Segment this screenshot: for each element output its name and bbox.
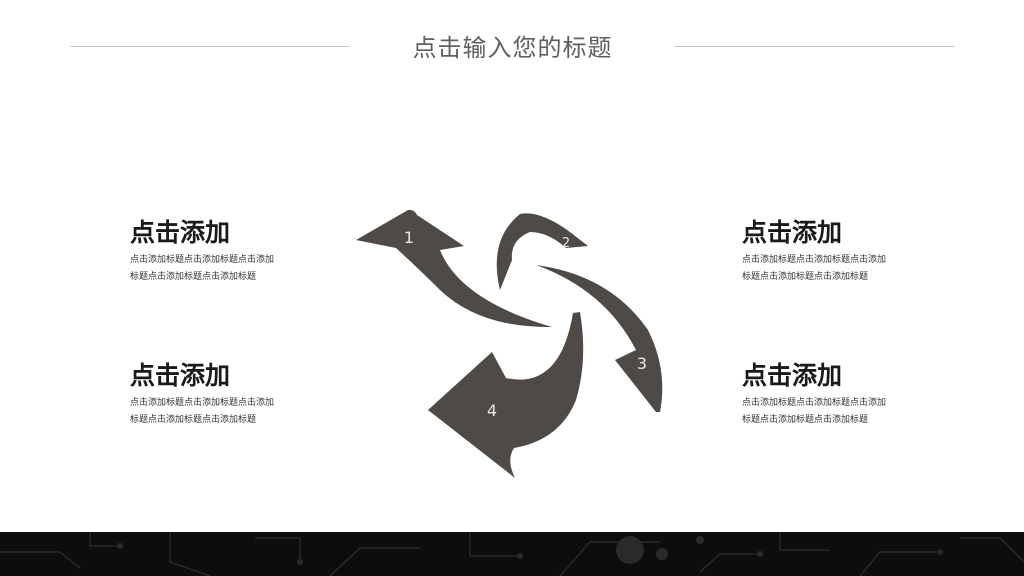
block-heading[interactable]: 点击添加 (130, 361, 231, 390)
text-block-top-left[interactable]: 点击添加 点击添加标题点击添加标题点击添加标题点击添加标题点击添加标题 (130, 218, 290, 286)
block-body[interactable]: 点击添加标题点击添加标题点击添加标题点击添加标题点击添加标题 (130, 398, 275, 425)
text-block-bottom-right[interactable]: 点击添加 点击添加标题点击添加标题点击添加标题点击添加标题点击添加标题 (742, 361, 902, 429)
pinwheel-label-4: 4 (487, 401, 497, 420)
pinwheel-diagram[interactable]: 1 2 3 4 (350, 200, 680, 485)
title-right-rule (675, 46, 955, 47)
pinwheel-arrow-1[interactable] (356, 209, 552, 328)
footer-circuit-band (0, 532, 1024, 576)
pinwheel-arrow-2[interactable] (496, 213, 588, 290)
block-body[interactable]: 点击添加标题点击添加标题点击添加标题点击添加标题点击添加标题 (130, 255, 275, 282)
block-body[interactable]: 点击添加标题点击添加标题点击添加标题点击添加标题点击添加标题 (742, 398, 887, 425)
pinwheel-label-2: 2 (562, 236, 570, 251)
block-heading[interactable]: 点击添加 (742, 361, 843, 390)
block-body[interactable]: 点击添加标题点击添加标题点击添加标题点击添加标题点击添加标题 (742, 255, 887, 282)
block-heading[interactable]: 点击添加 (130, 218, 231, 247)
page-title[interactable]: 点击输入您的标题 (412, 34, 613, 62)
title-left-rule (70, 46, 350, 47)
pinwheel-label-3: 3 (637, 354, 647, 373)
block-heading[interactable]: 点击添加 (742, 218, 843, 247)
text-block-top-right[interactable]: 点击添加 点击添加标题点击添加标题点击添加标题点击添加标题点击添加标题 (742, 218, 902, 286)
pinwheel-arrow-4[interactable] (428, 312, 584, 478)
pinwheel-label-1: 1 (404, 228, 414, 247)
pinwheel-arrow-3[interactable] (536, 265, 663, 412)
text-block-bottom-left[interactable]: 点击添加 点击添加标题点击添加标题点击添加标题点击添加标题点击添加标题 (130, 361, 290, 429)
